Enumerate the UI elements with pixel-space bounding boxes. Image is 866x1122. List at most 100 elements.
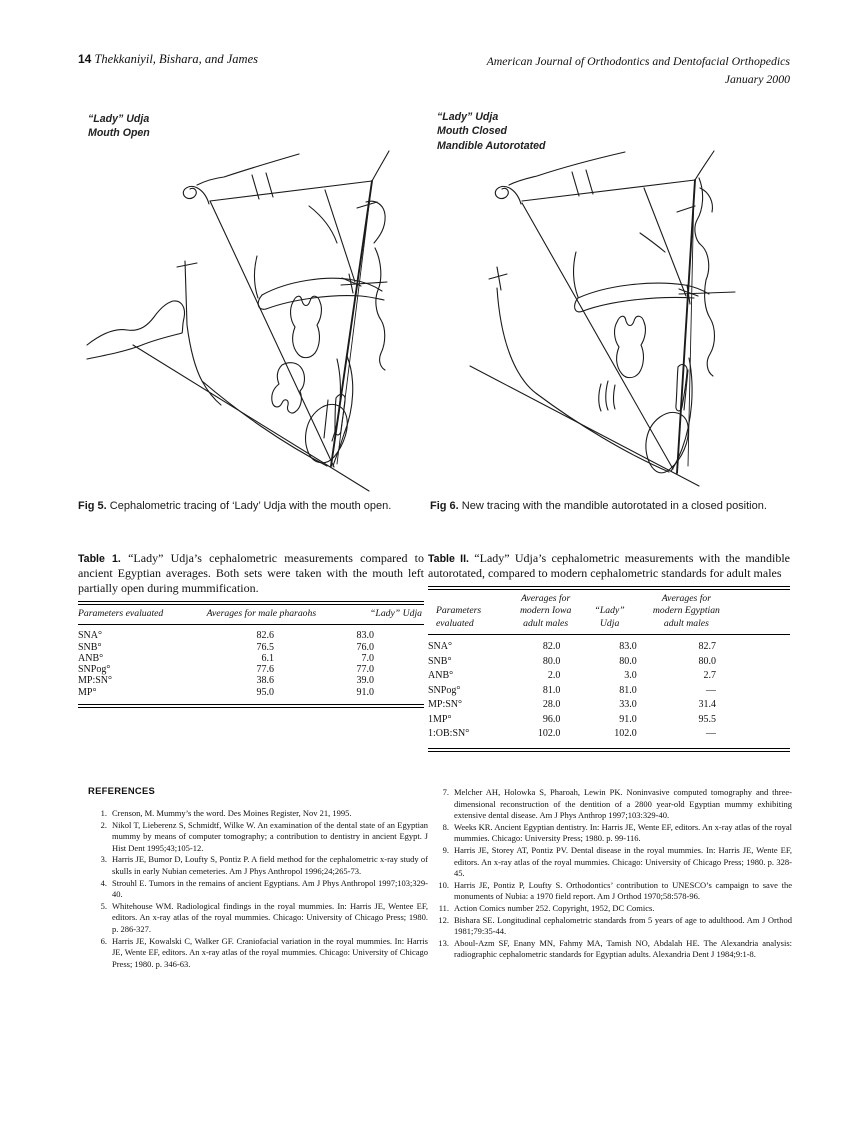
value-cell: 77.6 [256, 664, 275, 676]
reference-number: 4. [100, 877, 107, 888]
table1-caption: Table 1. “Lady” Udja’s cephalometric mea… [78, 551, 424, 596]
table2-body: SNA° 82.0 83.0 82.7 SNB° 80.0 80.0 80.0 … [428, 635, 790, 750]
reference-item: 10. Harris JE, Pontiz P, Loufty S. Ortho… [434, 880, 792, 903]
value-cell: 6.1 [261, 652, 275, 664]
value-cell: 80.0 [619, 655, 637, 667]
issue-date: January 2000 [724, 72, 790, 87]
reference-number: 11. [438, 902, 449, 913]
references-heading: REFERENCES [88, 785, 156, 796]
reference-number: 9. [442, 844, 449, 855]
table-row: SNB° 76.5 76.0 [78, 642, 424, 653]
fig5-caption-text: Cephalometric tracing of ‘Lady’ Udja wit… [109, 500, 392, 512]
fig6-caption-text: New tracing with the mandible autorotate… [461, 500, 767, 512]
running-header-left: 14 Thekkaniyil, Bishara, and James [78, 52, 258, 67]
figure-label-line: “Lady” Udja [88, 113, 150, 125]
figure-label-line: Mouth Closed [437, 125, 508, 138]
reference-text: Harris JE, Pontiz P, Loufty S. Orthodont… [454, 879, 792, 902]
parameter-cell: SNPog° [428, 684, 461, 696]
table1-header: Parameters evaluated Averages for male p… [78, 602, 424, 626]
table1-col-header: Parameters evaluated [78, 602, 189, 626]
reference-item: 13. Aboul-Azm SF, Enany MN, Fahmy MA, Ta… [434, 938, 792, 961]
reference-number: 1. [100, 808, 107, 818]
fig5-tracing-svg [86, 150, 390, 492]
figure-label-line: “Lady” Udja [437, 111, 499, 123]
value-cell: 80.0 [698, 655, 717, 667]
parameter-cell: 1MP° [428, 713, 452, 725]
table2-col-header: “Lady” Udja [576, 588, 649, 636]
value-cell: 83.0 [356, 630, 375, 642]
fig5-caption-label: Fig 5. [78, 500, 107, 512]
reference-number: 12. [438, 914, 449, 925]
value-cell: 76.5 [256, 641, 275, 653]
table-row: SNPog° 81.0 81.0 — [428, 684, 790, 699]
table2-col-header: Averages for modern Iowa adult males [514, 588, 577, 636]
journal-title: American Journal of Orthodontics and Den… [486, 54, 790, 68]
reference-text: Action Comics number 252. Copyright, 195… [454, 902, 655, 913]
reference-text: Nikol T, Lieberenz S, Schmidtf, Wilke W.… [112, 819, 428, 853]
table2-caption: Table II. “Lady” Udja’s cephalometric me… [428, 551, 790, 581]
reference-item: 4. Strouhl E. Tumors in the remains of a… [92, 878, 428, 901]
value-cell: 2.7 [703, 670, 717, 682]
parameter-cell: ANB° [78, 652, 104, 664]
value-cell: 33.0 [619, 699, 637, 711]
value-cell: 81.0 [542, 684, 561, 696]
reference-item: 3. Harris JE, Bumor D, Loufty S, Pontiz … [92, 854, 428, 877]
table2-grid: Parameters evaluated Averages for modern… [428, 586, 790, 752]
reference-number: 10. [438, 879, 449, 890]
running-header-right: American Journal of Orthodontics and Den… [487, 52, 790, 89]
parameter-cell: SNB° [428, 655, 452, 667]
table-row: SNB° 80.0 80.0 80.0 [428, 655, 790, 670]
table1-block: Table 1. “Lady” Udja’s cephalometric mea… [78, 551, 424, 709]
parameter-cell: SNB° [78, 641, 102, 653]
value-cell: 83.0 [619, 641, 637, 653]
reference-text: Aboul-Azm SF, Enany MN, Fahmy MA, Tamish… [454, 937, 792, 960]
reference-number: 7. [442, 787, 449, 797]
value-cell: 28.0 [542, 699, 561, 711]
value-cell: — [706, 728, 716, 740]
reference-text: Harris JE, Bumor D, Loufty S, Pontiz P. … [112, 854, 428, 876]
table2-col-header: Parameters evaluated [428, 588, 515, 636]
table2-caption-label: Table II. [428, 553, 469, 565]
table1-caption-text: “Lady” Udja’s cephalometric measurements… [78, 551, 425, 595]
table2-header: Parameters evaluated Averages for modern… [428, 588, 790, 636]
value-cell: 102.0 [537, 728, 561, 740]
value-cell: 2.0 [547, 670, 561, 682]
value-cell: 81.0 [619, 684, 637, 696]
value-cell: 39.0 [356, 675, 375, 687]
parameter-cell: MP:SN° [428, 699, 463, 711]
reference-number: 8. [442, 821, 449, 832]
parameter-cell: SNA° [428, 641, 453, 653]
reference-text: Strouhl E. Tumors in the remains of anci… [112, 877, 428, 900]
table1-body: SNA° 82.6 83.0 SNB° 76.5 76.0 ANB° 6.1 7… [78, 625, 424, 706]
references-right-column: 7. Melcher AH, Holowka S, Pharoah, Lewin… [434, 787, 792, 961]
value-cell: 95.0 [256, 686, 275, 698]
figure-label-line: Mandible Autorotated [437, 139, 546, 152]
reference-number: 13. [438, 937, 449, 948]
parameter-cell: MP:SN° [78, 675, 113, 687]
reference-number: 2. [100, 819, 107, 830]
fig6-caption-label: Fig 6. [430, 500, 459, 512]
reference-text: Harris JE, Kowalski C, Walker GF. Cranio… [112, 935, 428, 969]
value-cell: 7.0 [361, 652, 375, 664]
parameter-cell: 1:OB:SN° [428, 728, 470, 740]
reference-text: Weeks KR. Ancient Egyptian dentistry. In… [454, 821, 792, 844]
table-row: MP:SN° 28.0 33.0 31.4 [428, 698, 790, 713]
reference-item: 11. Action Comics number 252. Copyright,… [434, 903, 792, 915]
table1-col-header: “Lady” Udja [334, 602, 424, 626]
value-cell: 76.0 [356, 641, 375, 653]
reference-item: 12. Bishara SE. Longitudinal cephalometr… [434, 915, 792, 938]
reference-item: 9. Harris JE, Storey AT, Pontiz PV. Dent… [434, 845, 792, 880]
table-row: MP:SN° 38.6 39.0 [78, 675, 424, 686]
reference-item: 6. Harris JE, Kowalski C, Walker GF. Cra… [92, 936, 428, 971]
value-cell: 96.0 [542, 713, 561, 725]
reference-text: Crenson, M. Mummy’s the word. Des Moines… [112, 808, 352, 818]
reference-number: 6. [100, 935, 107, 946]
value-cell: 91.0 [619, 713, 637, 725]
table2-col-header: Averages for modern Egyptian adult males [648, 588, 790, 636]
table1-grid: Parameters evaluated Averages for male p… [78, 600, 424, 709]
table-row: 1MP° 96.0 91.0 95.5 [428, 713, 790, 728]
table-row: SNPog° 77.6 77.0 [78, 664, 424, 675]
table1-col-header: Averages for male pharaohs [188, 602, 335, 626]
reference-number: 3. [100, 854, 107, 865]
fig6-caption: Fig 6. New tracing with the mandible aut… [430, 498, 782, 515]
